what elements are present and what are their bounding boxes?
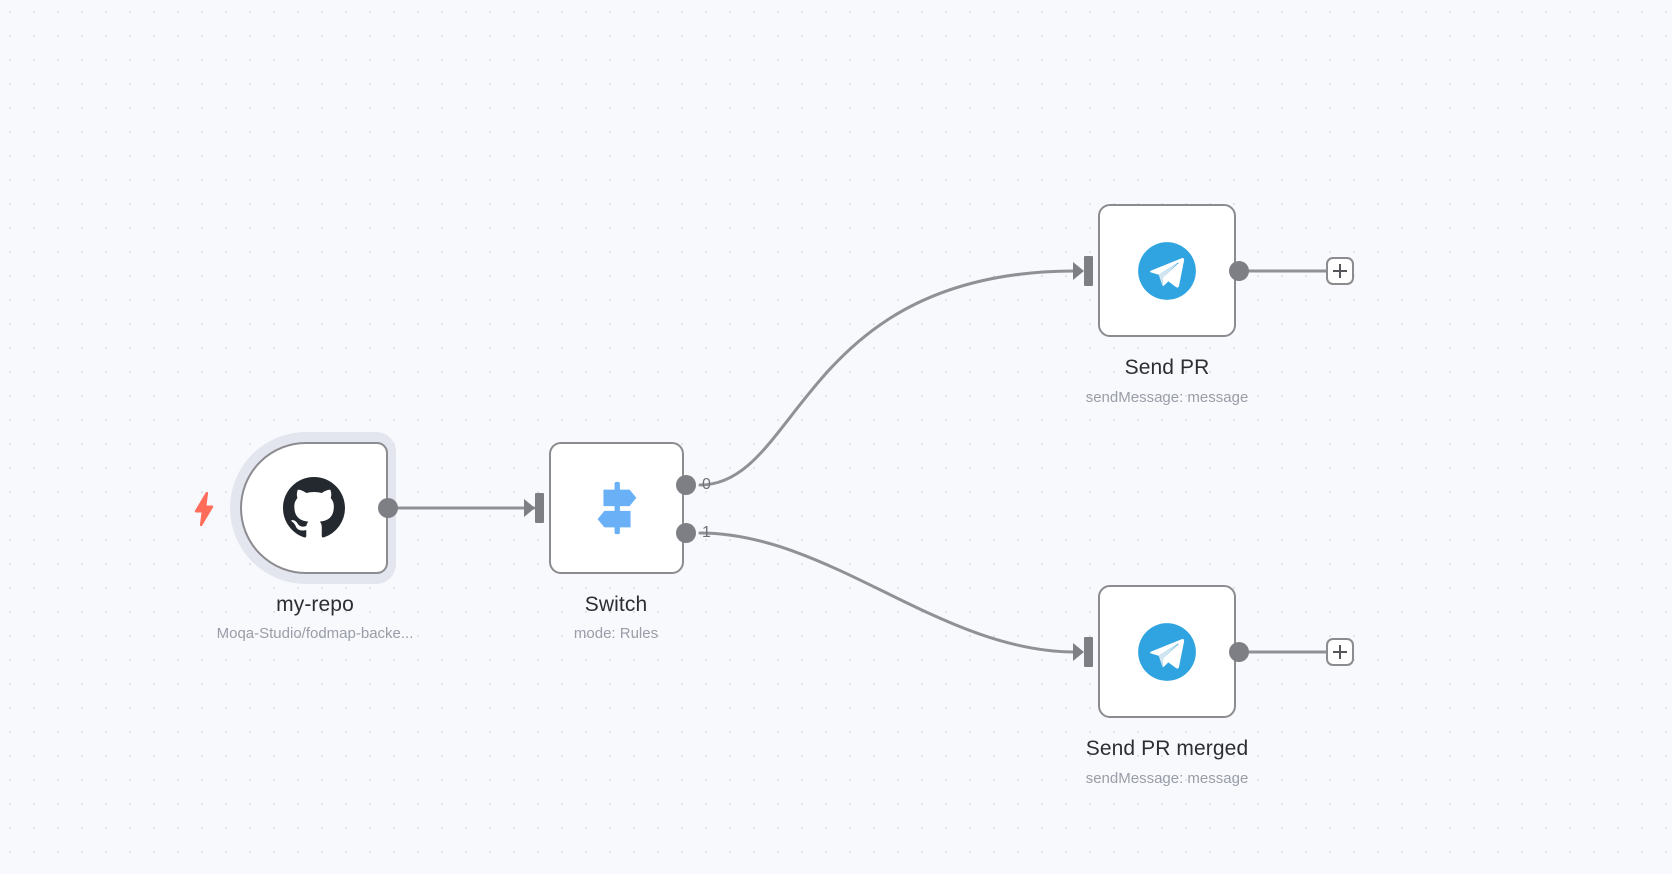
add-after-send-pr-button[interactable] <box>1326 257 1354 285</box>
send-pr-merged-sublabel: sendMessage: message <box>1085 770 1249 787</box>
lightning-bolt-icon <box>190 491 218 531</box>
plus-icon-v <box>1339 645 1341 659</box>
edge-switch0-to-send-pr <box>698 269 1077 487</box>
node-send-pr-merged[interactable] <box>1098 585 1236 718</box>
telegram-icon <box>1134 619 1200 685</box>
switch-input-port[interactable] <box>524 493 544 523</box>
switch-output-label-1: 1 <box>702 524 711 541</box>
add-after-send-pr-merged-button[interactable] <box>1326 638 1354 666</box>
node-github-trigger[interactable] <box>240 442 388 574</box>
input-arrow-icon <box>524 499 535 517</box>
switch-label: Switch <box>584 593 648 616</box>
input-bar-icon <box>1084 637 1093 667</box>
send-pr-label: Send PR <box>1124 356 1210 379</box>
node-send-pr[interactable] <box>1098 204 1236 337</box>
signpost-icon <box>586 477 648 539</box>
send-pr-merged-label: Send PR merged <box>1085 737 1249 760</box>
telegram-icon <box>1134 238 1200 304</box>
switch-output-dot-1[interactable] <box>676 523 696 543</box>
send-pr-output-dot[interactable] <box>1229 261 1249 281</box>
plus-icon-v <box>1339 264 1341 278</box>
input-arrow-icon <box>1073 262 1084 280</box>
github-trigger-label: my-repo <box>276 593 354 616</box>
input-arrow-icon <box>1073 643 1084 661</box>
switch-sublabel: mode: Rules <box>573 625 659 642</box>
input-bar-icon <box>1084 256 1093 286</box>
node-switch[interactable] <box>549 442 684 574</box>
send-pr-input-port[interactable] <box>1073 256 1093 286</box>
edge-switch1-to-send-pr-merged <box>698 531 1077 654</box>
github-trigger-output-dot[interactable] <box>378 498 398 518</box>
input-bar-icon <box>535 493 544 523</box>
send-pr-merged-input-port[interactable] <box>1073 637 1093 667</box>
github-icon <box>283 477 345 539</box>
send-pr-merged-output-dot[interactable] <box>1229 642 1249 662</box>
send-pr-sublabel: sendMessage: message <box>1085 389 1249 406</box>
switch-output-dot-0[interactable] <box>676 475 696 495</box>
github-trigger-sublabel: Moqa-Studio/fodmap-backe... <box>216 625 414 642</box>
switch-output-label-0: 0 <box>702 476 711 493</box>
